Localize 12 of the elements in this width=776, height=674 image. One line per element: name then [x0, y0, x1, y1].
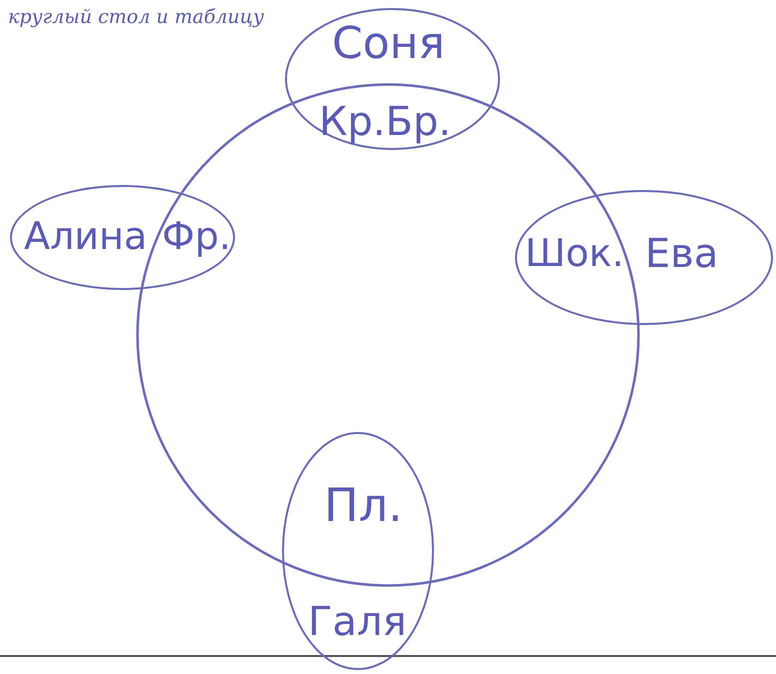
handwritten-note: круглый стол и таблицу	[8, 6, 264, 28]
name-oval	[515, 190, 773, 325]
handwritten-text: Галя	[308, 602, 407, 642]
handwritten-text: Соня	[332, 22, 445, 66]
handwritten-text: Пл.	[324, 482, 403, 528]
handwritten-text: Фр.	[162, 217, 231, 255]
handwritten-text: Алина	[24, 217, 148, 255]
handwritten-text: Ева	[645, 234, 718, 274]
name-oval	[10, 185, 235, 290]
handwritten-text: Шок.	[525, 234, 624, 272]
handwritten-text: Кр.Бр.	[319, 102, 452, 142]
name-oval	[285, 8, 500, 150]
